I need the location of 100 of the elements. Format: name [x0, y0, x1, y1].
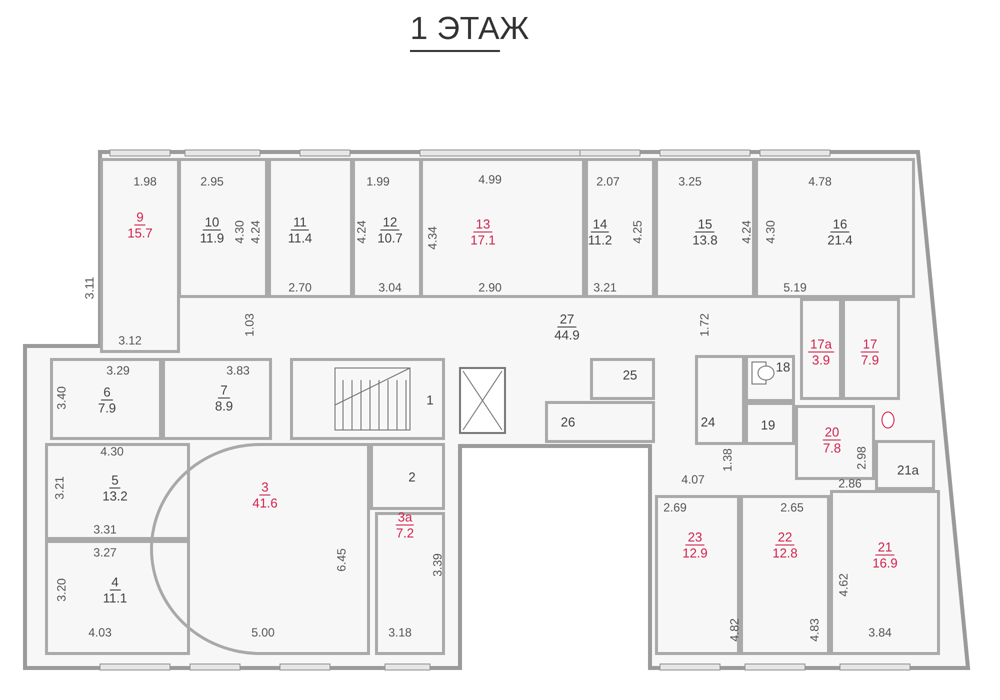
- room: [740, 495, 830, 655]
- room-area: 44.9: [554, 328, 580, 342]
- dimension-label: 3.83: [226, 364, 250, 378]
- room-number: 19: [760, 418, 776, 432]
- dimension-label: 2.95: [200, 176, 224, 188]
- dimension-label: 3.18: [388, 626, 412, 640]
- room-number: 21: [876, 540, 894, 556]
- room-area: 11.1: [102, 590, 128, 606]
- room-number: 18: [776, 360, 790, 374]
- dimension-label: 4.24: [356, 220, 368, 244]
- room: [842, 298, 900, 400]
- dimension-label: 4.24: [250, 220, 262, 244]
- room: [655, 495, 740, 655]
- room: [795, 405, 875, 480]
- dimension-label: 2.70: [288, 282, 312, 294]
- room-area: 41.6: [252, 496, 278, 510]
- dimension-label: 4.30: [234, 220, 246, 244]
- dimension-label: 4.82: [728, 618, 742, 642]
- room-number: 10: [202, 214, 222, 230]
- dimension-label: 3.12: [118, 334, 142, 348]
- room-area: 7.9: [98, 400, 116, 416]
- dimension-label: 3.04: [378, 282, 402, 294]
- dimension-label: 2.90: [478, 282, 502, 294]
- room: [420, 158, 585, 298]
- dimension-label: 3.27: [93, 546, 117, 560]
- dimension-label: 4.83: [808, 618, 822, 642]
- room-number: 4: [109, 574, 121, 590]
- room-number: 17: [860, 336, 880, 352]
- room: [100, 158, 180, 353]
- room: [655, 158, 755, 298]
- dimension-label: 3.21: [54, 476, 66, 500]
- room-number: 6: [101, 384, 113, 400]
- dimension-label: 5.00: [251, 626, 275, 640]
- dimension-label: 1.99: [366, 176, 390, 188]
- room-area: 8.9: [214, 398, 234, 414]
- room-number: 16: [830, 216, 850, 232]
- dimension-label: 1.03: [244, 313, 256, 337]
- dimension-label: 4.07: [681, 474, 705, 486]
- room: [590, 358, 655, 400]
- room-area: 11.9: [200, 230, 224, 246]
- room-number: 3: [259, 480, 271, 496]
- dimension-label: 3.29: [106, 364, 130, 378]
- room: [875, 440, 935, 490]
- room-number: 7: [218, 382, 230, 398]
- room: [162, 358, 272, 440]
- room-number: 3а: [396, 510, 414, 526]
- room-number: 24: [700, 414, 716, 430]
- room-area: 12.8: [772, 546, 798, 560]
- room: [290, 358, 445, 440]
- room-area: 7.9: [860, 352, 880, 368]
- room-number: 22: [776, 530, 794, 546]
- dimension-label: 4.78: [808, 176, 832, 188]
- room-area: 21.4: [827, 232, 853, 248]
- dimension-label: 4.30: [764, 220, 778, 244]
- dimension-label: 6.45: [336, 548, 348, 572]
- dimension-label: 2.65: [780, 502, 804, 514]
- dimension-label: 3.31: [93, 524, 117, 536]
- dimension-label: 2.98: [856, 446, 868, 470]
- dimension-label: 2.69: [663, 502, 687, 514]
- room-area: 10.7: [377, 230, 403, 246]
- room-area: 16.9: [872, 556, 898, 570]
- room: [745, 355, 795, 402]
- dimension-label: 1.72: [698, 313, 712, 337]
- room: [545, 401, 655, 443]
- room-number: 9: [134, 210, 146, 226]
- dimension-label: 3.21: [593, 282, 617, 294]
- room: [45, 443, 190, 540]
- room-number: 14: [590, 216, 610, 232]
- room: [50, 358, 162, 440]
- dimension-label: 3.84: [868, 626, 892, 640]
- room-number: 12: [380, 214, 400, 230]
- room-number: 25: [622, 368, 638, 382]
- room-number: 13: [474, 216, 492, 232]
- floor-title: 1 ЭТАЖ: [410, 10, 530, 47]
- room-area: 15.7: [127, 226, 153, 240]
- room-number: 11: [291, 214, 309, 230]
- room-number: 17а: [808, 336, 834, 352]
- room-area: 3.9: [812, 352, 830, 368]
- room-number: 26: [560, 414, 576, 430]
- dimension-label: 1.38: [722, 448, 734, 472]
- room-number: 5: [109, 472, 121, 488]
- room: [352, 158, 422, 298]
- room-number: 21а: [897, 462, 919, 478]
- room-area: 13.2: [102, 488, 128, 504]
- room: [375, 512, 445, 655]
- dimension-label: 5.19: [783, 282, 807, 294]
- room: [830, 490, 940, 655]
- dimension-label: 4.30: [100, 446, 124, 458]
- dimension-label: 4.34: [426, 226, 440, 250]
- dimension-label: 3.39: [432, 553, 444, 577]
- room: [755, 158, 915, 298]
- room-area: 12.9: [682, 546, 708, 560]
- dimension-label: 3.20: [56, 578, 68, 602]
- room-number: 2: [408, 470, 416, 484]
- dimension-label: 2.86: [838, 478, 862, 490]
- dimension-label: 3.25: [678, 176, 702, 188]
- room: [695, 355, 745, 445]
- dimension-label: 3.40: [56, 386, 68, 410]
- room: [178, 158, 268, 298]
- room: [150, 443, 370, 655]
